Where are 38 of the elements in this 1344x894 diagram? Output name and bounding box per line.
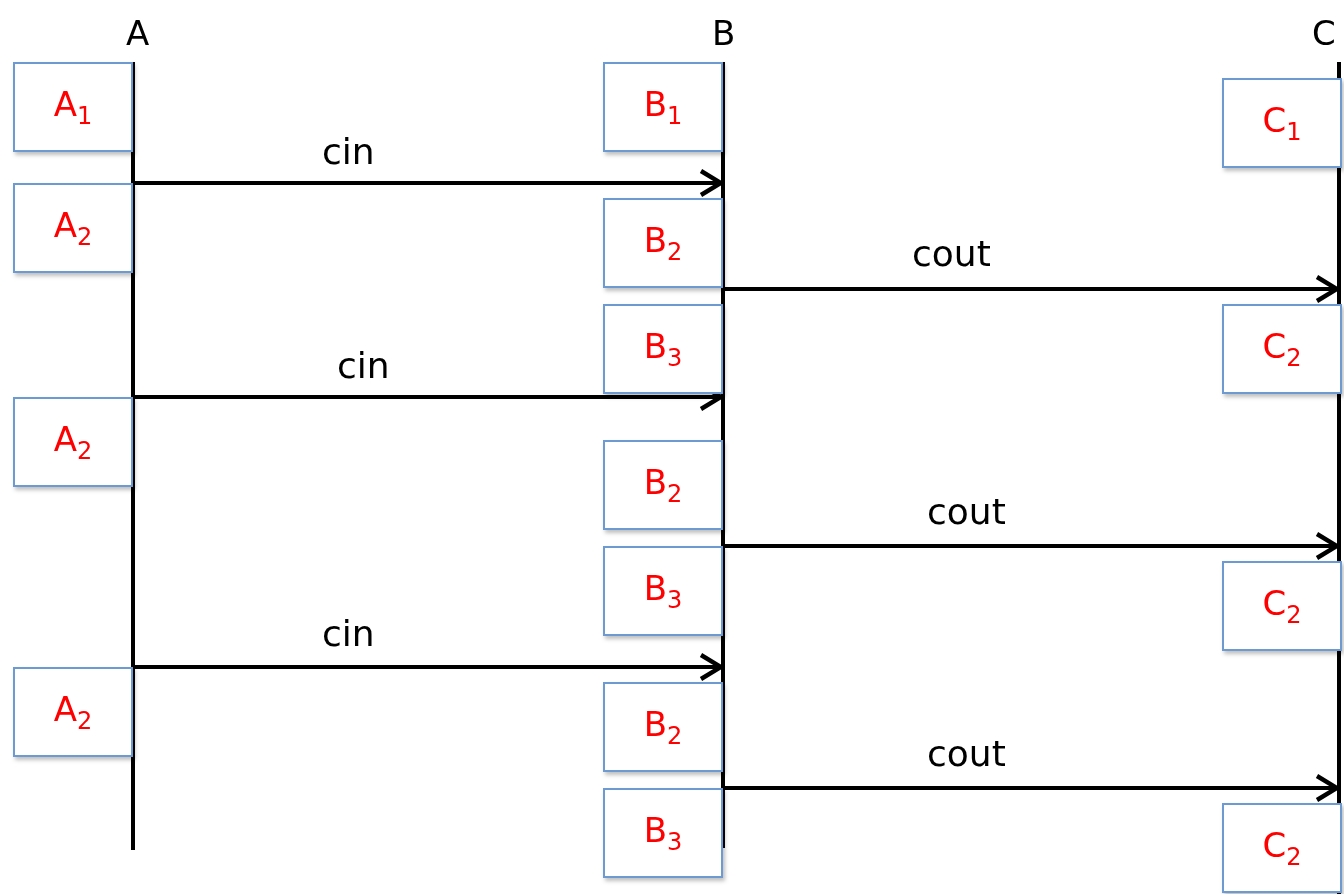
- state-label: B$_{1}$: [643, 86, 683, 128]
- message-arrow: [135, 652, 724, 682]
- message-arrow: [725, 531, 1340, 561]
- state-box: [603, 304, 723, 394]
- state-box: [1222, 561, 1342, 651]
- state-box: [13, 183, 133, 273]
- state-box: [1222, 803, 1342, 893]
- state-label: B$_{2}$: [643, 222, 683, 264]
- state-label: A$_{1}$: [53, 86, 93, 128]
- lifeline-label: B: [712, 16, 736, 50]
- state-label: B$_{2}$: [643, 706, 683, 748]
- lifeline-label: A: [126, 16, 150, 50]
- state-box: [13, 667, 133, 757]
- state-label: B$_{2}$: [643, 464, 683, 506]
- state-box: [603, 546, 723, 636]
- message-arrow: [135, 168, 724, 198]
- state-label: B$_{3}$: [643, 812, 683, 854]
- state-label: A$_{2}$: [53, 691, 93, 733]
- state-label: C$_{2}$: [1262, 827, 1302, 869]
- state-box: [603, 198, 723, 288]
- state-label: B$_{3}$: [643, 328, 683, 370]
- state-box: [603, 682, 723, 772]
- state-box: [603, 788, 723, 878]
- state-label: A$_{2}$: [53, 421, 93, 463]
- state-box: [1222, 304, 1342, 394]
- state-label: C$_{1}$: [1262, 102, 1302, 144]
- state-label: C$_{2}$: [1262, 585, 1302, 627]
- state-box: [1222, 78, 1342, 168]
- state-box: [603, 62, 723, 152]
- lifeline-label: C: [1312, 16, 1336, 50]
- state-label: C$_{2}$: [1262, 328, 1302, 370]
- state-label: B$_{3}$: [643, 570, 683, 612]
- message-arrow: [725, 274, 1340, 304]
- message-arrow: [725, 773, 1340, 803]
- state-box: [13, 397, 133, 487]
- state-box: [603, 440, 723, 530]
- state-label: A$_{2}$: [53, 207, 93, 249]
- state-box: [13, 62, 133, 152]
